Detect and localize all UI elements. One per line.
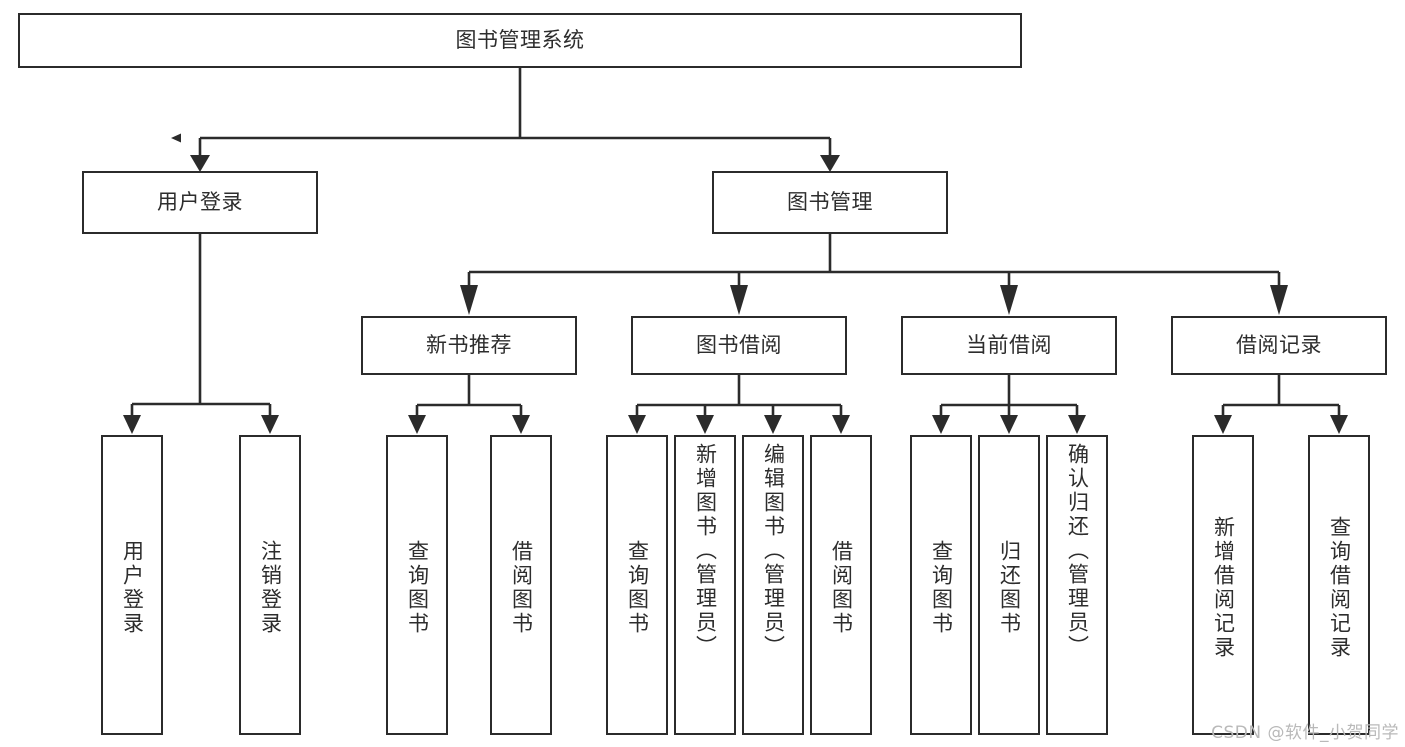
node-label: 新增图书（管理员） <box>693 443 718 659</box>
node-label: 查询借阅记录 <box>1327 516 1352 660</box>
node-label: 借阅图书 <box>829 540 854 636</box>
node-root-book-management-system[interactable]: 图书管理系统 <box>18 13 1022 68</box>
node-leaf-query-books-borrow[interactable]: 查询图书 <box>606 435 668 735</box>
node-label: 借阅记录 <box>1236 333 1322 358</box>
node-leaf-logout[interactable]: 注销登录 <box>239 435 301 735</box>
node-leaf-query-books-recommend[interactable]: 查询图书 <box>386 435 448 735</box>
node-label: 归还图书 <box>997 540 1022 636</box>
node-label: 查询图书 <box>625 540 650 636</box>
node-user-login[interactable]: 用户登录 <box>82 171 318 234</box>
node-label: 新书推荐 <box>426 333 512 358</box>
node-leaf-borrow-books[interactable]: 借阅图书 <box>810 435 872 735</box>
node-label: 图书借阅 <box>696 333 782 358</box>
node-leaf-user-login[interactable]: 用户登录 <box>101 435 163 735</box>
node-leaf-add-book-admin[interactable]: 新增图书（管理员） <box>674 435 736 735</box>
node-current-borrowing[interactable]: 当前借阅 <box>901 316 1117 375</box>
node-book-borrowing[interactable]: 图书借阅 <box>631 316 847 375</box>
node-leaf-return-books[interactable]: 归还图书 <box>978 435 1040 735</box>
node-label: 新增借阅记录 <box>1211 516 1236 660</box>
node-label: 当前借阅 <box>966 333 1052 358</box>
node-label: 查询图书 <box>929 540 954 636</box>
node-book-management[interactable]: 图书管理 <box>712 171 948 234</box>
node-leaf-add-borrow-record[interactable]: 新增借阅记录 <box>1192 435 1254 735</box>
node-label: 图书管理系统 <box>455 28 585 53</box>
csdn-watermark: CSDN @软件_小贺同学 <box>1211 723 1399 743</box>
node-label: 图书管理 <box>787 190 873 215</box>
node-label: 用户登录 <box>157 190 243 215</box>
node-leaf-edit-book-admin[interactable]: 编辑图书（管理员） <box>742 435 804 735</box>
node-label: 注销登录 <box>258 540 283 636</box>
node-label: 编辑图书（管理员） <box>761 443 786 659</box>
node-label: 查询图书 <box>405 540 430 636</box>
node-label: 确认归还（管理员） <box>1065 443 1090 659</box>
node-label: 借阅图书 <box>509 540 534 636</box>
node-leaf-query-borrow-record[interactable]: 查询借阅记录 <box>1308 435 1370 735</box>
node-label: 用户登录 <box>120 540 145 636</box>
node-new-book-recommendation[interactable]: 新书推荐 <box>361 316 577 375</box>
node-leaf-query-books-current[interactable]: 查询图书 <box>910 435 972 735</box>
node-borrowing-records[interactable]: 借阅记录 <box>1171 316 1387 375</box>
node-leaf-confirm-return-admin[interactable]: 确认归还（管理员） <box>1046 435 1108 735</box>
node-leaf-borrow-books-recommend[interactable]: 借阅图书 <box>490 435 552 735</box>
